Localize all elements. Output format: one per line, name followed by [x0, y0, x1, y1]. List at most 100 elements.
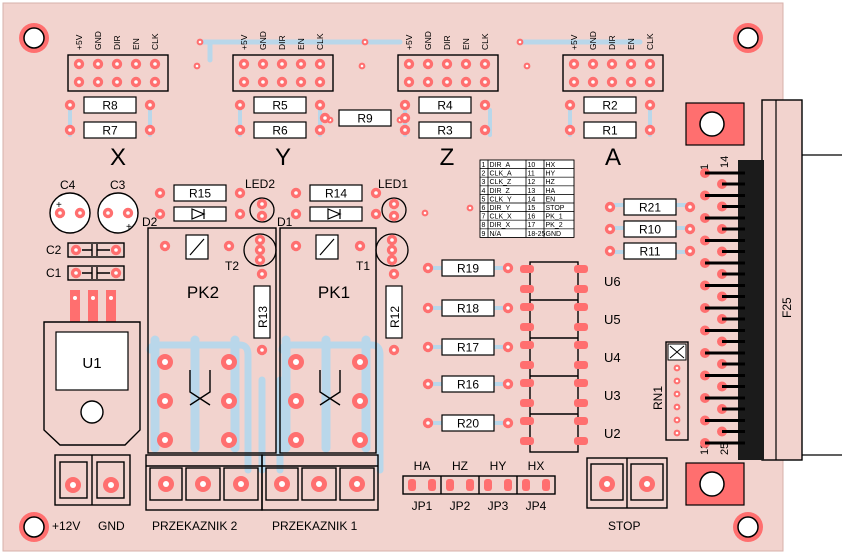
port-resistors: R21 R10 R11 — [604, 198, 696, 260]
resistor-r18: R18 — [457, 302, 479, 316]
bottom-labels: +12V GND PRZEKAZNIK 2 PRZEKAZNIK 1 STOP — [52, 519, 640, 533]
pin-label: +5V — [404, 34, 414, 50]
pin-table-text: STOP — [546, 205, 565, 212]
header-connectors — [67, 54, 664, 92]
pin-table-text: CLK_Z — [490, 179, 513, 186]
pin-label: DIR — [112, 35, 122, 50]
db25-pins — [700, 168, 745, 448]
resistor-r5: R5 — [272, 99, 288, 113]
transistor-t1: T1 — [356, 259, 370, 273]
pin-table-text: 8 — [482, 222, 486, 229]
pin-table-text: 1 — [482, 162, 486, 169]
transistors: T2 T1 — [225, 233, 409, 273]
label-12v: +12V — [52, 519, 80, 533]
capacitor-c3: C3 — [110, 178, 126, 192]
pin-label: CLK — [150, 33, 160, 50]
pin-label: EN — [131, 38, 141, 50]
pin-table-text: 7 — [482, 214, 486, 221]
capacitor-c2: C2 — [46, 243, 62, 257]
capacitor-c4-body — [49, 192, 91, 234]
resistor-r17: R17 — [457, 341, 479, 355]
label-przekaznik-2: PRZEKAZNIK 2 — [152, 519, 238, 533]
port-pin25-label: 25 — [719, 443, 731, 455]
pin-table-text: PK_2 — [546, 222, 563, 229]
pin-label: +5V — [239, 34, 249, 50]
resistor-r11: R11 — [639, 245, 660, 259]
pin-table-text: HA — [546, 188, 556, 195]
pin-table-text: PK_1 — [546, 214, 563, 221]
relay-terminals — [145, 454, 379, 511]
pin-table-text: 5 — [482, 196, 486, 203]
resistor-r20: R20 — [457, 417, 479, 431]
resistor-r2: R2 — [602, 99, 618, 113]
axis-label-y: Y — [275, 144, 291, 171]
label-przekaznik-1: PRZEKAZNIK 1 — [272, 519, 358, 533]
power-terminal — [54, 454, 131, 506]
pin-label: DIR — [442, 35, 452, 50]
port-label: F25 — [780, 297, 794, 318]
optocouplers: U6 U5 U4 U3 U2 — [520, 261, 621, 453]
pin-label: GND — [258, 31, 268, 50]
pin-table-frame — [479, 159, 575, 238]
resistor-r7: R7 — [102, 124, 118, 138]
pin-label: CLK — [315, 33, 325, 50]
pin-table-text: DIR_Z — [490, 188, 511, 195]
voltage-regulator: U1 — [43, 290, 141, 446]
relay-drivers: R15 R14 D2 D1 — [142, 184, 382, 229]
pin-label: +5V — [74, 34, 84, 50]
pin-label: DIR — [607, 35, 617, 50]
opto-resistors: R19 R18 R17 R16 R20 — [422, 259, 514, 432]
capacitor-c4: C4 — [60, 178, 76, 192]
pin-table-text: HY — [546, 171, 556, 178]
pin-label: DIR — [277, 35, 287, 50]
axis-labels: X Y Z A — [110, 144, 621, 171]
pin-table-text: 10 — [528, 162, 536, 169]
pin-label: +5V — [569, 34, 579, 50]
pin-label: GND — [423, 31, 433, 50]
db25-port: F25 1 14 13 25 — [685, 99, 842, 506]
svg-text:+: + — [126, 222, 132, 233]
pin-table-text: DIR_A — [490, 162, 511, 169]
axis-label-z: Z — [440, 144, 455, 171]
pin-label: GND — [93, 31, 103, 50]
capacitor-c3-body — [97, 192, 139, 234]
jumper-name-label: JP1 — [412, 499, 433, 513]
rn1-label: RN1 — [651, 386, 665, 410]
transistor-t2: T2 — [225, 259, 239, 273]
resistor-r3: R3 — [437, 124, 453, 138]
jumper-name-label: JP4 — [526, 499, 547, 513]
pin-table-text: HZ — [546, 179, 556, 186]
svg-text:+: + — [56, 200, 62, 211]
led-led1: LED1 — [378, 177, 408, 191]
pin-label: EN — [626, 38, 636, 50]
resistor-network: RN1 — [651, 341, 689, 441]
pin-table-text: 13 — [528, 188, 536, 195]
jumper-top-label: HY — [490, 459, 507, 473]
pin-label: EN — [461, 38, 471, 50]
opto-u5: U5 — [604, 312, 621, 327]
pin-table-text: CLK_X — [490, 214, 513, 221]
top-resistors: R8 R7 R5 R6 R9 R4 R3 R2 R1 — [64, 96, 656, 139]
pin-table-text: CLK_A — [490, 171, 513, 178]
led-led2: LED2 — [245, 177, 275, 191]
pin-table-text: N/A — [490, 231, 502, 238]
capacitor-c1: C1 — [46, 266, 62, 280]
jumper-name-label: JP3 — [488, 499, 509, 513]
resistor-r9: R9 — [357, 112, 373, 126]
diode-d1: D1 — [277, 215, 293, 229]
pin-table-text: 16 — [528, 214, 536, 221]
relay-pk2: PK2 — [147, 227, 277, 454]
relay-pk1-label: PK1 — [318, 283, 350, 302]
opto-u6: U6 — [604, 274, 621, 289]
relay-pk2-label: PK2 — [187, 283, 219, 302]
pin-table-text: GND — [546, 231, 562, 238]
resistor-r10: R10 — [639, 223, 661, 237]
resistor-r6: R6 — [272, 124, 288, 138]
jumper-top-label: HA — [414, 459, 431, 473]
axis-label-a: A — [605, 144, 621, 171]
jumper-top-label: HZ — [452, 459, 468, 473]
pin-table-text: 11 — [528, 171, 535, 178]
jumper-top-label: HX — [528, 459, 545, 473]
